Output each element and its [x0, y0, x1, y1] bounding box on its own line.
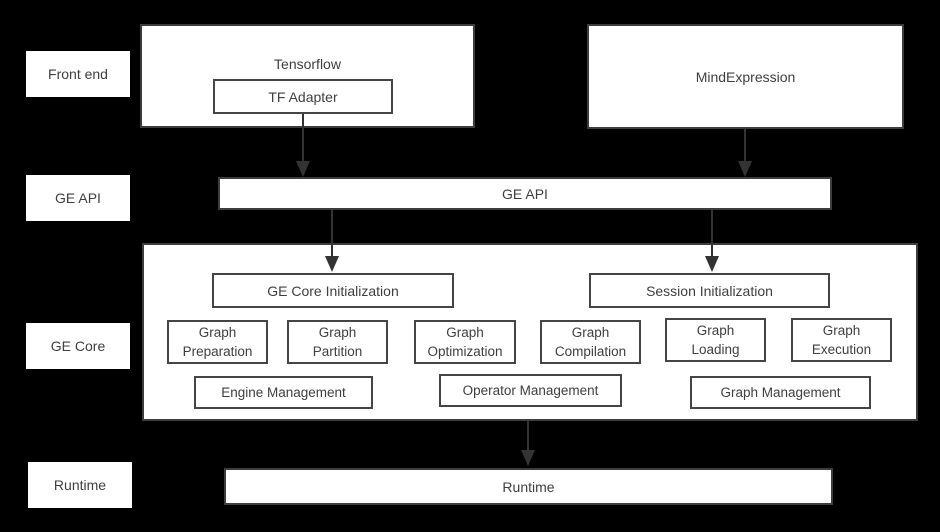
ge-api-bar-label: GE API	[502, 185, 548, 202]
manager-label: Graph Management	[720, 385, 841, 400]
mindexpression-label: MindExpression	[695, 68, 796, 85]
mindexpression-box: MindExpression	[587, 24, 904, 129]
module-graph-loading: Graph Loading	[665, 318, 766, 362]
manager-label: Engine Management	[221, 385, 346, 400]
session-initialization-label: Session Initialization	[646, 282, 773, 299]
rail-label-front-end-text: Front end	[48, 66, 108, 82]
rail-label-front-end: Front end	[26, 51, 130, 97]
ge-api-bar: GE API	[218, 177, 832, 210]
runtime-bar-label: Runtime	[502, 478, 555, 495]
module-line1: Graph	[198, 325, 237, 340]
module-line1: Graph	[446, 325, 484, 340]
rail-label-runtime: Runtime	[28, 462, 132, 508]
runtime-bar: Runtime	[224, 468, 833, 505]
module-line1: Graph	[696, 323, 735, 338]
module-line2: Partition	[312, 344, 363, 359]
tf-adapter-box: TF Adapter	[213, 79, 393, 114]
rail-label-runtime-text: Runtime	[53, 477, 107, 493]
module-line1: Graph	[571, 325, 610, 340]
ge-core-initialization-box: GE Core Initialization	[212, 273, 454, 308]
module-line2: Loading	[691, 342, 740, 357]
module-graph-partition: Graph Partition	[287, 320, 388, 364]
ge-core-initialization-label: GE Core Initialization	[267, 282, 399, 299]
manager-engine-management: Engine Management	[194, 376, 373, 409]
tf-adapter-label: TF Adapter	[268, 88, 338, 105]
module-graph-optimization: Graph Optimization	[414, 320, 516, 364]
session-initialization-box: Session Initialization	[589, 273, 830, 308]
manager-label: Operator Management	[462, 383, 599, 398]
manager-operator-management: Operator Management	[439, 374, 622, 407]
module-line2: Preparation	[182, 344, 253, 359]
module-line1: Graph	[318, 325, 357, 340]
rail-label-ge-core-text: GE Core	[50, 338, 106, 354]
module-line2: Execution	[811, 342, 872, 357]
module-graph-preparation: Graph Preparation	[167, 320, 268, 364]
module-line2: Optimization	[427, 344, 503, 359]
module-line2: Compilation	[554, 344, 627, 359]
manager-graph-management: Graph Management	[690, 376, 871, 409]
rail-label-ge-core: GE Core	[26, 323, 130, 369]
tensorflow-label: Tensorflow	[274, 56, 341, 72]
module-graph-execution: Graph Execution	[791, 318, 892, 362]
rail-label-ge-api-text: GE API	[55, 190, 101, 206]
module-graph-compilation: Graph Compilation	[540, 320, 641, 364]
module-line1: Graph	[822, 323, 861, 338]
rail-label-ge-api: GE API	[26, 175, 130, 221]
